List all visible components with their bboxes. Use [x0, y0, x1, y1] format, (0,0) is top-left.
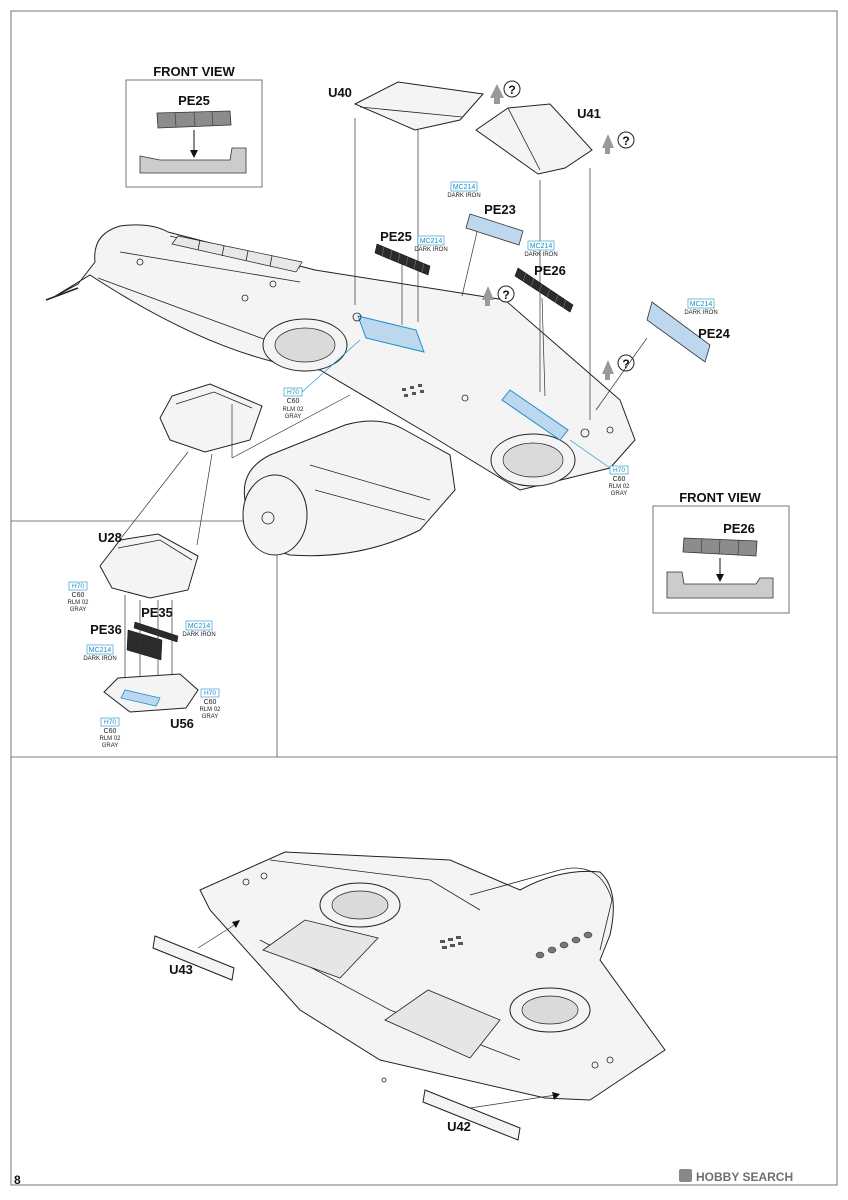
part-label-pe23: PE23 [484, 202, 516, 217]
question-mark-icon [617, 354, 635, 372]
upper-wing-drawing [45, 224, 636, 557]
part-label-pe25: PE25 [178, 93, 210, 108]
wing-section-shape [139, 147, 247, 174]
svg-text:RLM 02: RLM 02 [282, 407, 304, 413]
part-u42: U42 [422, 1089, 560, 1141]
svg-text:H70: H70 [104, 719, 116, 726]
svg-text:H70: H70 [287, 389, 299, 396]
part-label-pe26-upper: PE26 [534, 263, 566, 278]
svg-text:MC214: MC214 [188, 623, 211, 630]
watermark: HOBBY SEARCH [679, 1169, 793, 1184]
front-view-box-pe26: FRONT VIEW PE26 [652, 490, 790, 614]
svg-text:GRAY: GRAY [611, 491, 628, 497]
svg-text:?: ? [622, 134, 629, 148]
arrow-icon [232, 920, 240, 928]
svg-text:HOBBY SEARCH: HOBBY SEARCH [696, 1170, 793, 1184]
wing-section-shape [666, 571, 774, 599]
lower-wing-drawing [199, 851, 666, 1101]
part-pe26: PE26 MC214 DARK IRON [514, 240, 574, 397]
question-mark-icon [503, 80, 521, 98]
part-pe23: PE23 MC214 DARK IRON [447, 181, 524, 297]
part-label-u40: U40 [328, 85, 352, 100]
svg-text:GRAY: GRAY [102, 743, 119, 749]
page-frame [10, 10, 838, 1186]
svg-text:C60: C60 [204, 699, 217, 706]
part-u41: U41 [475, 103, 601, 420]
part-label-u42: U42 [447, 1119, 471, 1134]
part-label-u56: U56 [170, 716, 194, 731]
svg-text:H70: H70 [613, 467, 625, 474]
part-label-pe24: PE24 [698, 326, 731, 341]
part-label-pe36: PE36 [90, 622, 122, 637]
svg-text:H70: H70 [204, 690, 216, 697]
arrow-down-icon [716, 574, 724, 582]
svg-text:MC214: MC214 [530, 243, 553, 250]
part-label-u28: U28 [98, 530, 122, 545]
hobby-search-logo-icon [679, 1169, 692, 1182]
question-mark-icon [497, 285, 515, 303]
svg-text:GRAY: GRAY [70, 607, 87, 613]
arrow-icon [552, 1092, 560, 1100]
svg-text:GRAY: GRAY [202, 714, 219, 720]
color-callout-h70-left: H70 C60 RLM 02 GRAY [282, 339, 361, 420]
part-pe25: PE25 MC214 DARK IRON [374, 229, 448, 325]
front-view-title: FRONT VIEW [679, 490, 761, 505]
inset-u28-assembly: U28 H70 C60 RLM 02 GRAY PE35 MC214 DARK … [67, 530, 221, 749]
part-label-u43: U43 [169, 962, 193, 977]
part-label-pe25-upper: PE25 [380, 229, 412, 244]
question-mark-icon [617, 131, 635, 149]
svg-text:C60: C60 [287, 398, 300, 405]
svg-text:RLM 02: RLM 02 [608, 484, 630, 490]
svg-text:DARK IRON: DARK IRON [182, 632, 215, 638]
page-number: 8 [14, 1173, 21, 1187]
svg-text:?: ? [622, 357, 629, 371]
svg-text:DARK IRON: DARK IRON [684, 310, 717, 316]
svg-text:DARK IRON: DARK IRON [83, 656, 116, 662]
svg-text:MC214: MC214 [420, 238, 443, 245]
front-view-box-pe25: FRONT VIEW PE25 [125, 64, 263, 188]
svg-text:DARK IRON: DARK IRON [447, 193, 480, 199]
svg-text:MC214: MC214 [89, 647, 112, 654]
svg-text:C60: C60 [72, 592, 85, 599]
part-u43: U43 [152, 920, 240, 981]
cover-part-detail [117, 383, 351, 546]
part-u40: U40 [328, 81, 484, 322]
color-callout-h70-right: H70 C60 RLM 02 GRAY [569, 439, 630, 497]
part-label-pe26: PE26 [723, 521, 755, 536]
part-pe24: PE24 MC214 DARK IRON [595, 298, 731, 411]
svg-text:RLM 02: RLM 02 [199, 707, 221, 713]
direction-indicators: ? ? ? ? [482, 80, 635, 380]
svg-text:RLM 02: RLM 02 [67, 600, 89, 606]
svg-text:DARK IRON: DARK IRON [524, 252, 557, 258]
svg-text:C60: C60 [104, 728, 117, 735]
part-label-pe35: PE35 [141, 605, 173, 620]
svg-text:MC214: MC214 [453, 184, 476, 191]
part-label-u41: U41 [577, 106, 601, 121]
svg-text:GRAY: GRAY [285, 414, 302, 420]
svg-text:?: ? [508, 83, 515, 97]
svg-text:RLM 02: RLM 02 [99, 736, 121, 742]
svg-text:?: ? [502, 288, 509, 302]
svg-text:MC214: MC214 [690, 301, 713, 308]
front-view-title: FRONT VIEW [153, 64, 235, 79]
svg-text:C60: C60 [613, 476, 626, 483]
svg-text:H70: H70 [72, 583, 84, 590]
arrow-down-icon [190, 150, 198, 158]
svg-text:DARK IRON: DARK IRON [414, 247, 447, 253]
